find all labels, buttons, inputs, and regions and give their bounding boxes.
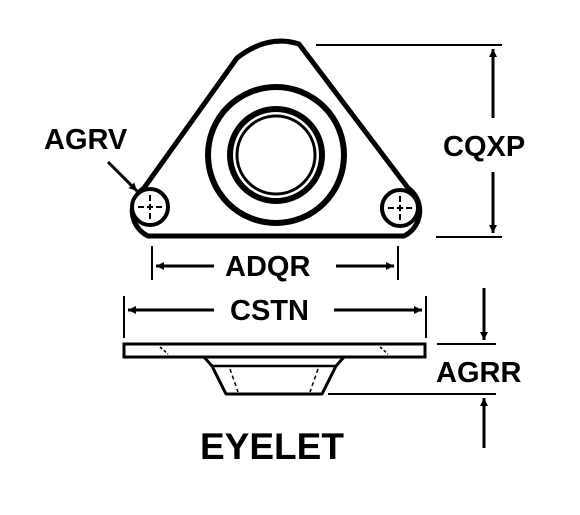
- label-adqr: ADQR: [225, 251, 310, 283]
- boss-inner-ring: [227, 106, 325, 204]
- dimension-adqr: ADQR: [151, 246, 399, 283]
- flange-plate: [122, 342, 427, 359]
- diagram-title: EYELET: [200, 426, 344, 467]
- dimension-agrr: AGRR: [328, 288, 521, 448]
- label-cqxp: CQXP: [443, 131, 525, 163]
- mounting-hole-left: [130, 187, 170, 227]
- top-view: [129, 38, 423, 239]
- label-cstn: CSTN: [230, 295, 309, 327]
- label-agrv: AGRV: [44, 124, 128, 156]
- mounting-hole-right: [380, 188, 420, 228]
- eyelet-barrel: [202, 355, 346, 396]
- dimension-agrv: AGRV: [44, 124, 139, 193]
- label-agrr: AGRR: [436, 357, 521, 389]
- flange-outline: [129, 38, 423, 239]
- dimension-cstn: CSTN: [123, 295, 427, 338]
- side-view: [122, 342, 427, 396]
- boss-outer-ring: [205, 84, 347, 226]
- bore-hole: [235, 114, 317, 196]
- dimension-cqxp: CQXP: [316, 44, 525, 238]
